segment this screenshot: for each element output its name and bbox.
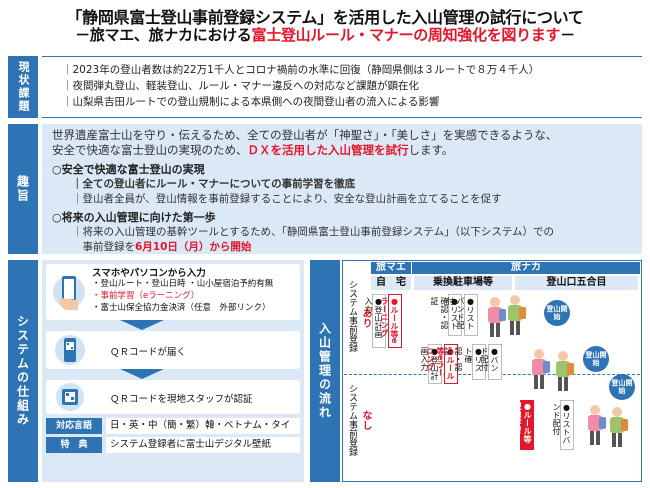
start-climbing-badge: 登山開始 [544,300,570,326]
system-label: システムの仕組み [8,260,38,482]
climber-icon [604,406,630,454]
climber-icon [526,348,552,396]
col-trailhead: 登山口五合目 [515,276,638,290]
purpose-intro-1: 世界遺産富士山を守り・伝えるため、全ての登山者が「神聖さ」・「美しさ」を実感でき… [52,128,558,142]
phase-during: 旅ナカ [412,262,640,274]
feature-value: システム登録者に富士山デジタル壁紙 [106,437,300,453]
intro-highlight: ＤＸを活用した入山管理を試行 [247,143,409,157]
language-value: 日・英・中（簡・繁）韓・ベトナム・タイ [106,418,300,434]
step1-item: ・富士山保全協力金決済（任意 外部リンク） [92,303,271,313]
qr-phone-icon [55,333,85,367]
step1-items: ・登山ルート・登山日時 ・山小屋宿泊予約有無 ・事前学習（eラーニング） ・富士… [92,278,273,314]
purpose-section1-line1: ｜全ての登山者にルール・マナーについての事前学習を徹底 [72,178,356,190]
row2-label: システム事前登録 [347,384,357,456]
col-home: 自 宅 [371,276,411,290]
card-trail-band: ●リストバンド配付 [552,400,574,450]
intro-suffix: します。 [408,143,454,157]
card-parking-band-2: ●バンド配付 [480,344,502,380]
page-title: 「静岡県富士登山事前登録システム」を活用した入山管理の試行について [66,8,584,27]
card-parking-verify: ●リスト確認・認証 [430,294,462,336]
purpose-section2-title: ○将来の入山管理に向けた第一歩 [52,211,216,224]
down-arrow-icon [120,320,164,330]
row1-label: システム事前登録 [347,280,357,352]
climber-icon [502,294,528,342]
page-subtitle: －旅マエ、旅ナカにおける富士登山ルール・マナーの周知強化を図ります－ [0,24,650,45]
subtitle-highlight: 富士登山ルール・マナーの周知強化を図ります [251,26,561,44]
climber-icon [550,350,576,398]
purpose-intro-2: 安全で快適な富士登山の実現のため、ＤＸを活用した入山管理を試行します。 [52,143,637,158]
purpose-section1-line2: ｜登山者全員が、登山情報を事前登録することにより、安全な登山計画を立てることを促… [72,193,502,205]
down-arrow-icon [120,369,164,379]
qr-scan-icon [55,381,85,413]
step1-item: ・事前学習（eラーニング） [92,291,200,301]
climber-icon [582,404,608,452]
language-label: 対応言語 [46,418,102,434]
card-trail-learning: ●ルール等現地学習 [513,400,534,450]
step-qr-verify [46,380,300,414]
current-issues-label: 現状課題 [8,56,38,118]
feature-label: 特 典 [46,437,102,453]
section2-prefix: 事前登録を [72,241,135,253]
col-parking: 乗換駐車場等 [414,276,512,290]
step1-title: スマホやパソコンから入力 [92,268,206,279]
start-date: 6月10日（月）から開始 [135,241,252,253]
purpose-content: 世界遺産富士山を守り・伝えるため、全ての登山者が「神聖さ」・「美しさ」を実感でき… [52,128,637,255]
row2-status: なし [360,410,371,430]
card-parking-elearning: ●ルール等eラーニング [426,344,458,384]
purpose-section2-line2: 事前登録を6月10日（月）から開始 [52,240,637,255]
flow-label: 入山管理の流れ [310,260,340,482]
phase-before: 旅マエ [371,262,411,274]
intro-prefix: 安全で快適な富士登山の実現のため、 [52,143,248,157]
step3-text: ＱＲコードを現地スタッフが認証 [110,394,253,405]
issue-item: ｜夜間弾丸登山、軽装登山、ルール・マナー違反への対応など課題が顕在化 [62,80,419,92]
row1-status: あり [360,308,371,328]
card-home-plan: ●登山計画入力 [364,294,386,348]
card-parking-verify-2: ●リスト確認・認証 [444,344,486,380]
purpose-section2-line1: ｜将来の入山管理の基幹ツールとするため、「静岡県富士登山事前登録システム」（以下… [72,226,555,238]
start-climbing-badge: 登山開始 [609,374,635,400]
current-issues-list: ｜2023年の登山者数は約22万1千人とコロナ禍前の水準に回復（静岡県側は３ルー… [42,56,642,118]
climber-icon [482,296,508,344]
card-parking-plan: ●登山計画入力 [420,344,442,384]
phone-hand-icon [52,268,86,316]
start-climbing-badge: 登山開始 [583,346,609,372]
purpose-panel [42,124,642,254]
subtitle-prefix: －旅マエ、旅ナカにおける [75,26,252,44]
purpose-label: 趣旨 [8,124,38,254]
step-qr-received [46,331,300,369]
card-parking-band: ●リストバンド配付 [446,294,478,336]
issue-item: ｜2023年の登山者数は約22万1千人とコロナ禍前の水準に回復（静岡県側は３ルー… [62,64,540,76]
step1-item: ・登山ルート・登山日時 ・山小屋宿泊予約有無 [92,279,274,289]
purpose-section1-title: ○安全で快適な富士登山の実現 [52,163,205,176]
step-input [46,264,300,320]
subtitle-suffix: － [560,26,575,44]
issue-item: ｜山梨県吉田ルートでの登山規制による本県側への夜間登山者の流入による影響 [62,96,440,108]
step2-text: ＱＲコードが届く [110,347,187,358]
card-home-elearning: ●ルール等eラーニング [380,294,402,348]
